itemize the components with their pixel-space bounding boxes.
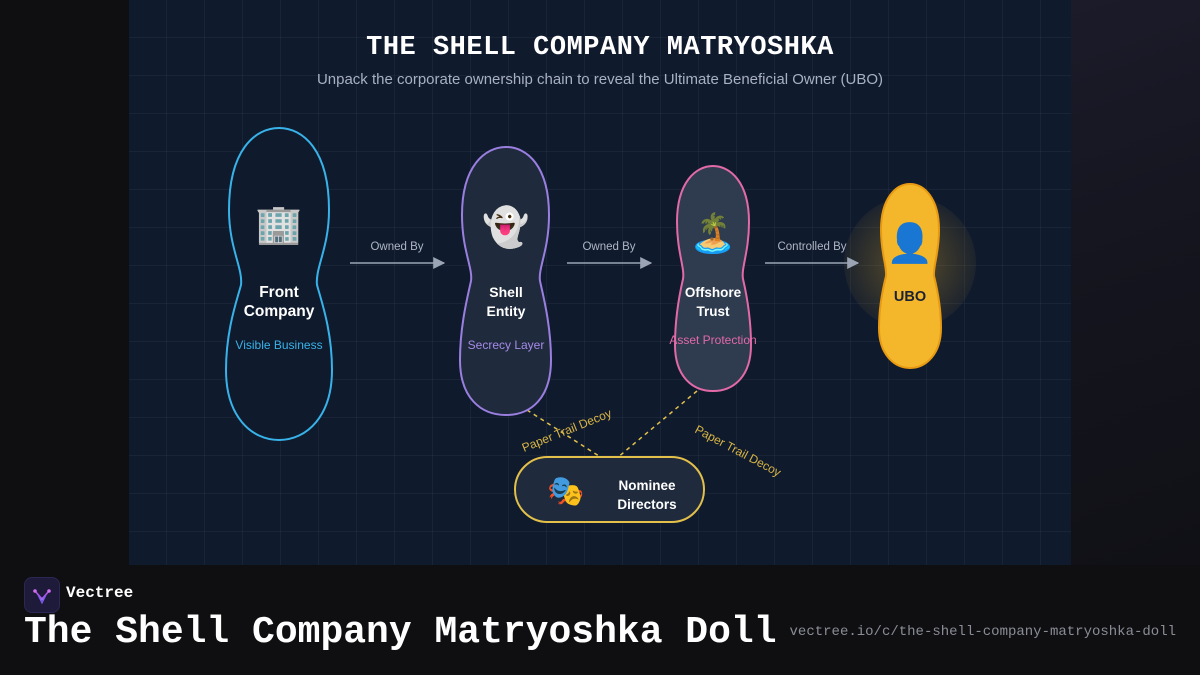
decoy-link-label: Paper Trail Decoy xyxy=(520,406,614,455)
edge-label: Controlled By xyxy=(777,241,846,253)
node-label: Nominee xyxy=(618,478,676,493)
diagram-subtitle: Unpack the corporate ownership chain to … xyxy=(316,71,884,88)
ubo-doll-shape xyxy=(877,182,943,370)
node-label: UBO xyxy=(894,289,926,305)
node-offshore-trust: 🏝️ Offshore Trust Asset Protection xyxy=(669,164,757,393)
node-label: Offshore xyxy=(685,285,742,300)
theater-masks-icon: 🎭 xyxy=(547,475,584,508)
vectree-logo-icon xyxy=(24,577,60,613)
ghost-icon: 👻 xyxy=(482,204,529,250)
island-icon: 🏝️ xyxy=(689,211,736,255)
shell-entity-doll-shape xyxy=(458,145,553,417)
building-icon: 🏢 xyxy=(255,204,302,246)
node-label: Trust xyxy=(696,304,730,319)
node-label: Entity xyxy=(487,303,526,319)
node-front-company: 🏢 Front Company Visible Business xyxy=(224,126,334,442)
decoy-link-shell xyxy=(526,409,603,459)
node-tag: Secrecy Layer xyxy=(468,338,545,352)
decoy-link-label: Paper Trail Decoy xyxy=(693,422,784,479)
decoy-link-offshore xyxy=(616,390,698,459)
footer-title: The Shell Company Matryoshka Doll xyxy=(24,611,777,654)
node-ubo: 👤 UBO xyxy=(877,182,943,370)
edge-label: Owned By xyxy=(582,241,635,253)
background-right xyxy=(1071,0,1200,565)
node-label: Company xyxy=(244,303,315,320)
node-label: Shell xyxy=(489,284,522,300)
edge-label: Owned By xyxy=(370,241,423,253)
diagram-title: THE SHELL COMPANY MATRYOSHKA xyxy=(366,33,834,63)
nominee-directors-pill xyxy=(514,456,705,523)
offshore-trust-doll-shape xyxy=(673,164,753,393)
node-label: Front xyxy=(259,284,299,301)
node-tag: Visible Business xyxy=(235,338,322,352)
node-shell-entity: 👻 Shell Entity Secrecy Layer xyxy=(458,145,553,417)
node-label: Directors xyxy=(617,497,676,512)
front-company-doll-shape xyxy=(224,126,334,442)
node-nominee-directors: 🎭 Nominee Directors xyxy=(514,456,705,523)
footer-url[interactable]: vectree.io/c/the-shell-company-matryoshk… xyxy=(789,624,1176,640)
footer: Vectree The Shell Company Matryoshka Dol… xyxy=(0,565,1200,675)
person-icon: 👤 xyxy=(886,221,933,265)
ownership-chain-diagram: Paper Trail Decoy Paper Trail Decoy 🏢 Fr… xyxy=(224,126,976,523)
node-tag: Asset Protection xyxy=(669,333,756,347)
brand-name: Vectree xyxy=(66,584,134,602)
diagram-canvas: THE SHELL COMPANY MATRYOSHKA Unpack the … xyxy=(129,0,1071,565)
